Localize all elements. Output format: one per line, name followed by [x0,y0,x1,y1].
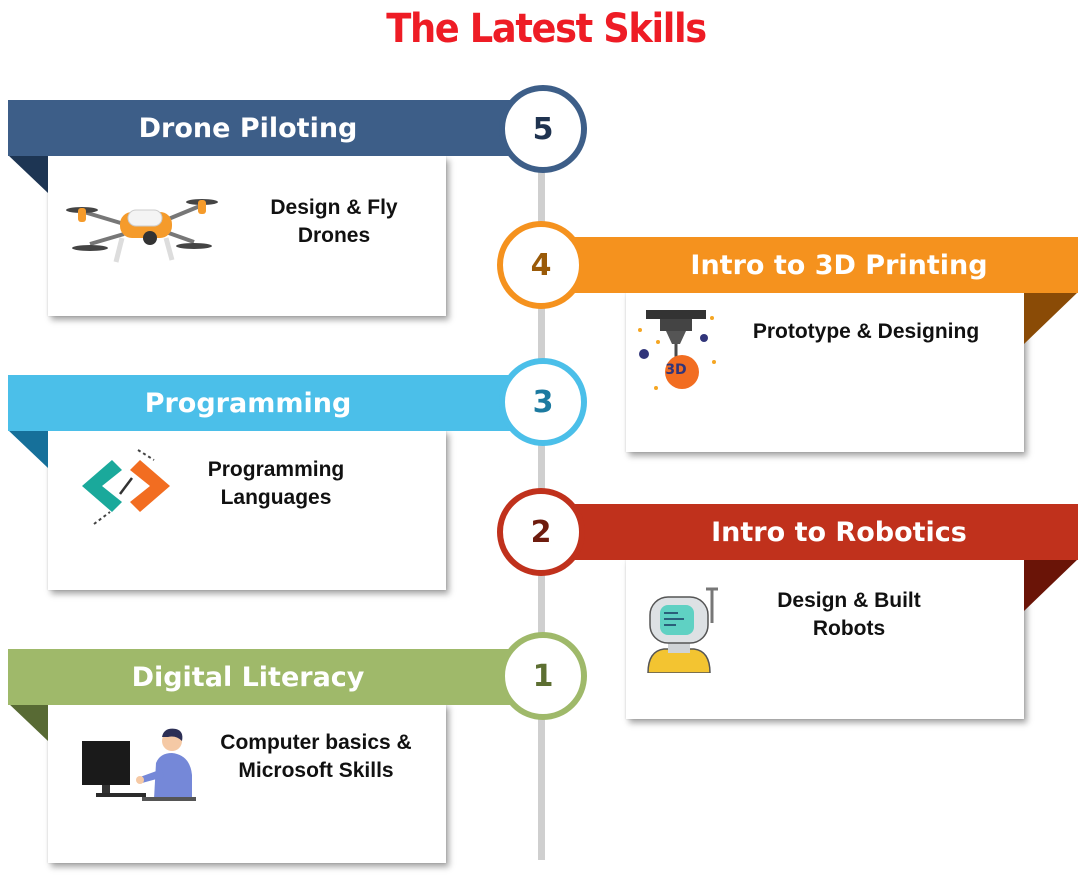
banner-fold-programming [8,430,48,468]
step-card-robotics: Design & Built Robots [626,559,1024,719]
step-card-printing: Prototype & Designing [626,292,1024,452]
banner-printing: Intro to 3D Printing [540,237,1078,293]
drone-icon [66,199,218,263]
step-number-badge: 2 [497,488,585,576]
step-number-badge: 4 [497,221,585,309]
step-number-badge: 3 [499,358,587,446]
banner-robotics: Intro to Robotics [540,504,1078,560]
step-number-badge: 5 [499,85,587,173]
step-description: Programming Languages [207,458,345,509]
step-number-badge: 1 [499,632,587,720]
step-card-literacy: Computer basics & Microsoft Skills [48,703,446,863]
step-description: Design & Fly Drones [270,196,398,247]
step-description: Prototype & Designing [752,320,980,343]
computer-user-icon [82,728,196,801]
step-card-programming: Programming Languages [48,430,446,590]
step-title: Programming [144,387,352,419]
banner-literacy: Digital Literacy [8,649,548,705]
step-card-drone: Design & Fly Drones [48,156,446,316]
banner-fold-drone [8,155,48,193]
3d-label: 3D [665,362,687,378]
step-title: Intro to 3D Printing [690,249,988,281]
robot-icon [647,587,718,673]
banner-fold-literacy [8,703,48,741]
banner-fold-printing [1024,292,1078,344]
code-brackets-icon [82,449,170,525]
banner-programming: Programming [8,375,548,431]
step-title: Digital Literacy [131,661,365,693]
banner-fold-robotics [1024,559,1078,611]
banner-drone: Drone Piloting [8,100,548,156]
step-description: Design & Built Robots [777,589,921,640]
step-description: Computer basics & Microsoft Skills [220,731,412,782]
page-title: The Latest Skills [386,6,707,52]
3d-printer-icon [638,310,716,390]
step-title: Drone Piloting [138,112,358,144]
step-title: Intro to Robotics [711,516,967,548]
